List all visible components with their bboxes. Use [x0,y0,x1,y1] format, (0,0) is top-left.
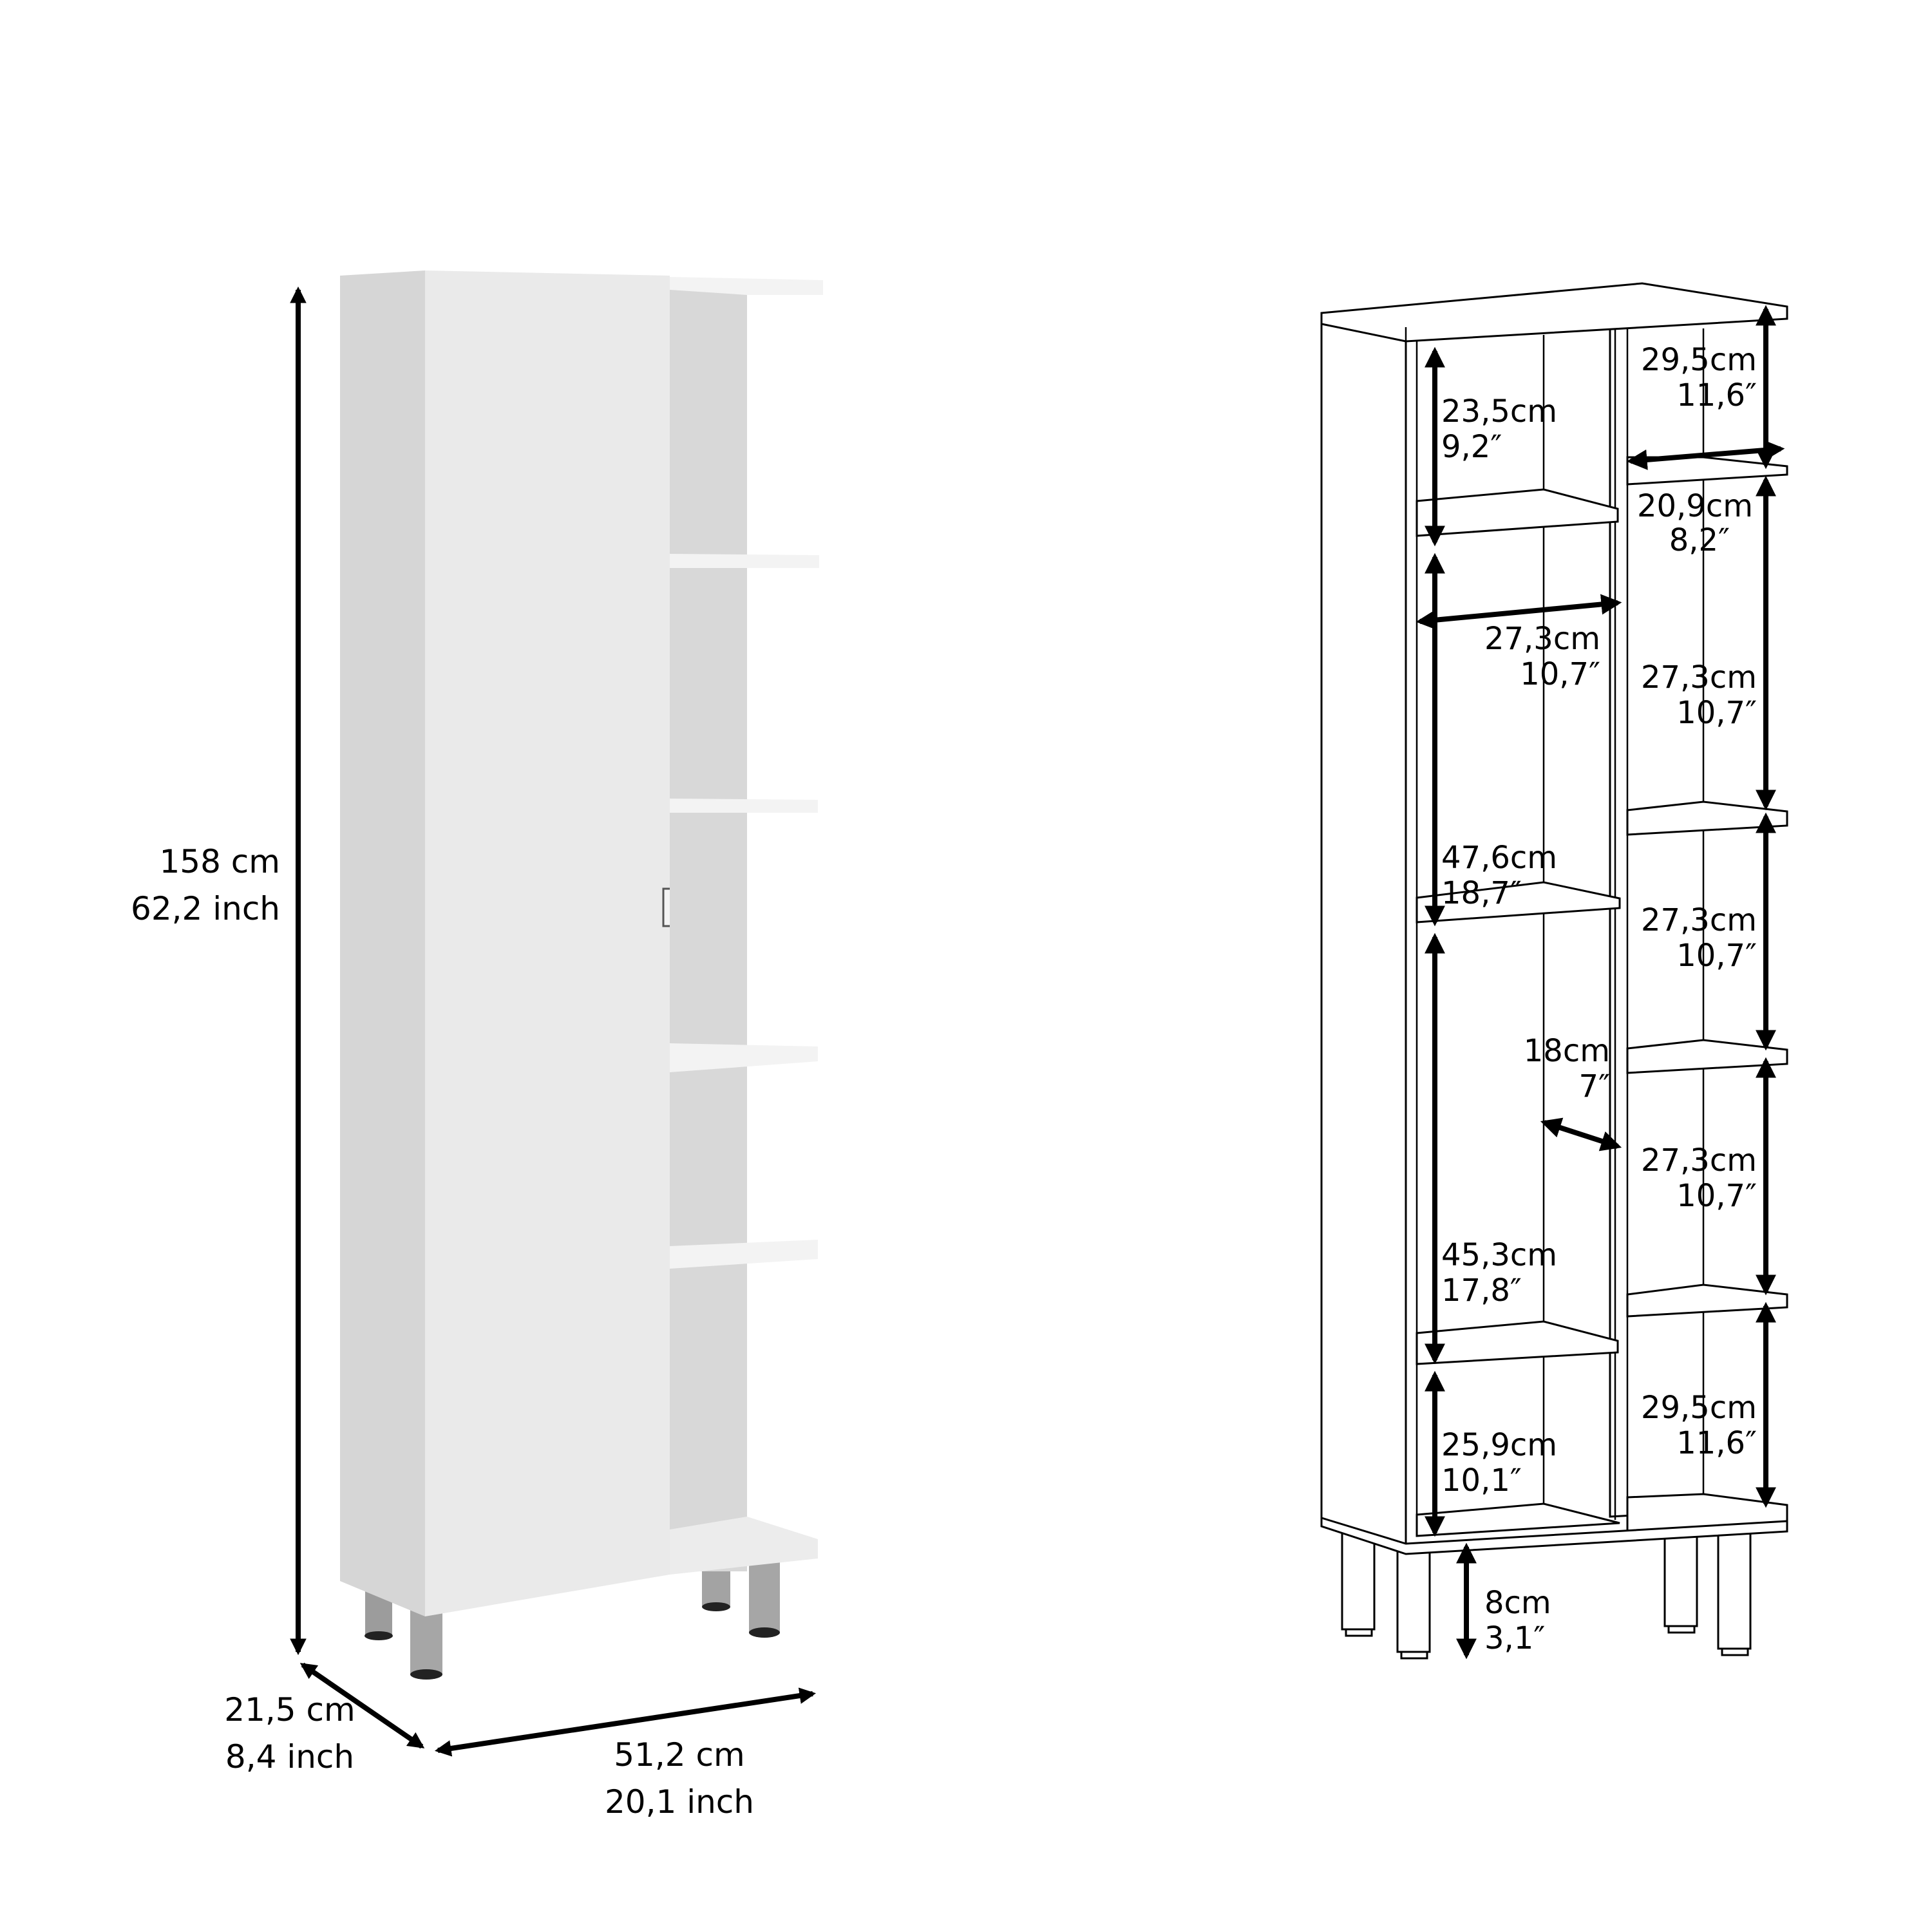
label-shelf-2-cm: 27,3cm [1641,659,1757,696]
label-shelf-width-cm: 20,9cm [1637,488,1753,524]
depth-cm-label: 21,5 cm [224,1691,355,1728]
cabinet-render: 158 cm 62,2 inch 21,5 cm 8,4 inch 51,2 c… [131,270,823,1821]
arrow-20-9-width [1626,440,1785,470]
shelving-back-panel [670,290,747,1571]
arrow-27-3-width [1416,594,1622,630]
label-legs-cm: 8cm [1484,1585,1551,1621]
depth-arrow [299,1662,425,1749]
drawing-right-shelves [1626,456,1788,1534]
label-bottom-compartment-in: 10,1″ [1441,1463,1522,1499]
label-shelf-4-in: 10,7″ [1676,1178,1757,1214]
label-bottom-shelf-cm: 29,5cm [1641,1390,1757,1426]
label-lower-compartment-in: 17,8″ [1441,1273,1522,1309]
label-depth-in: 7″ [1579,1068,1610,1104]
label-shelf-4-cm: 27,3cm [1641,1142,1757,1179]
label-top-shelf-cm: 29,5cm [1641,342,1757,378]
leg-front-right [749,1558,780,1633]
label-inner-width-in: 10,7″ [1520,656,1600,692]
label-top-compartment-in: 9,2″ [1441,429,1502,465]
label-top-shelf-in: 11,6″ [1676,377,1757,413]
label-bottom-shelf-in: 11,6″ [1676,1425,1757,1461]
label-middle-compartment-cm: 47,6cm [1441,840,1557,876]
arrow-18cm-depth [1540,1117,1622,1151]
depth-inch-label: 8,4 inch [225,1738,354,1776]
open-shelves [670,277,823,1575]
width-arrow [434,1687,817,1757]
drawing-legs [1341,1525,1752,1660]
width-inch-label: 20,1 inch [605,1783,754,1821]
label-shelf-width-in: 8,2″ [1669,522,1730,558]
label-bottom-compartment-cm: 25,9cm [1441,1427,1557,1463]
height-inch-label: 62,2 inch [131,890,280,927]
label-middle-compartment-in: 18,7″ [1441,875,1522,911]
label-lower-compartment-cm: 45,3cm [1441,1237,1557,1273]
technical-drawing: 23,5cm 9,2″ 27,3cm 10,7″ 47,6cm 18,7″ 18… [1320,282,1788,1660]
label-shelf-3-in: 10,7″ [1676,938,1757,974]
cabinet-side-panel [340,270,425,1616]
label-shelf-3-cm: 27,3cm [1641,902,1757,938]
width-cm-label: 51,2 cm [614,1736,744,1774]
label-shelf-2-in: 10,7″ [1676,695,1757,731]
height-cm-label: 158 cm [159,843,280,880]
label-legs-in: 3,1″ [1484,1620,1545,1656]
label-top-compartment-cm: 23,5cm [1441,393,1557,430]
label-inner-width-cm: 27,3cm [1484,621,1600,657]
cabinet-door [425,270,670,1616]
drawing-left-shelves [1416,488,1621,1537]
label-depth-cm: 18cm [1524,1033,1610,1069]
